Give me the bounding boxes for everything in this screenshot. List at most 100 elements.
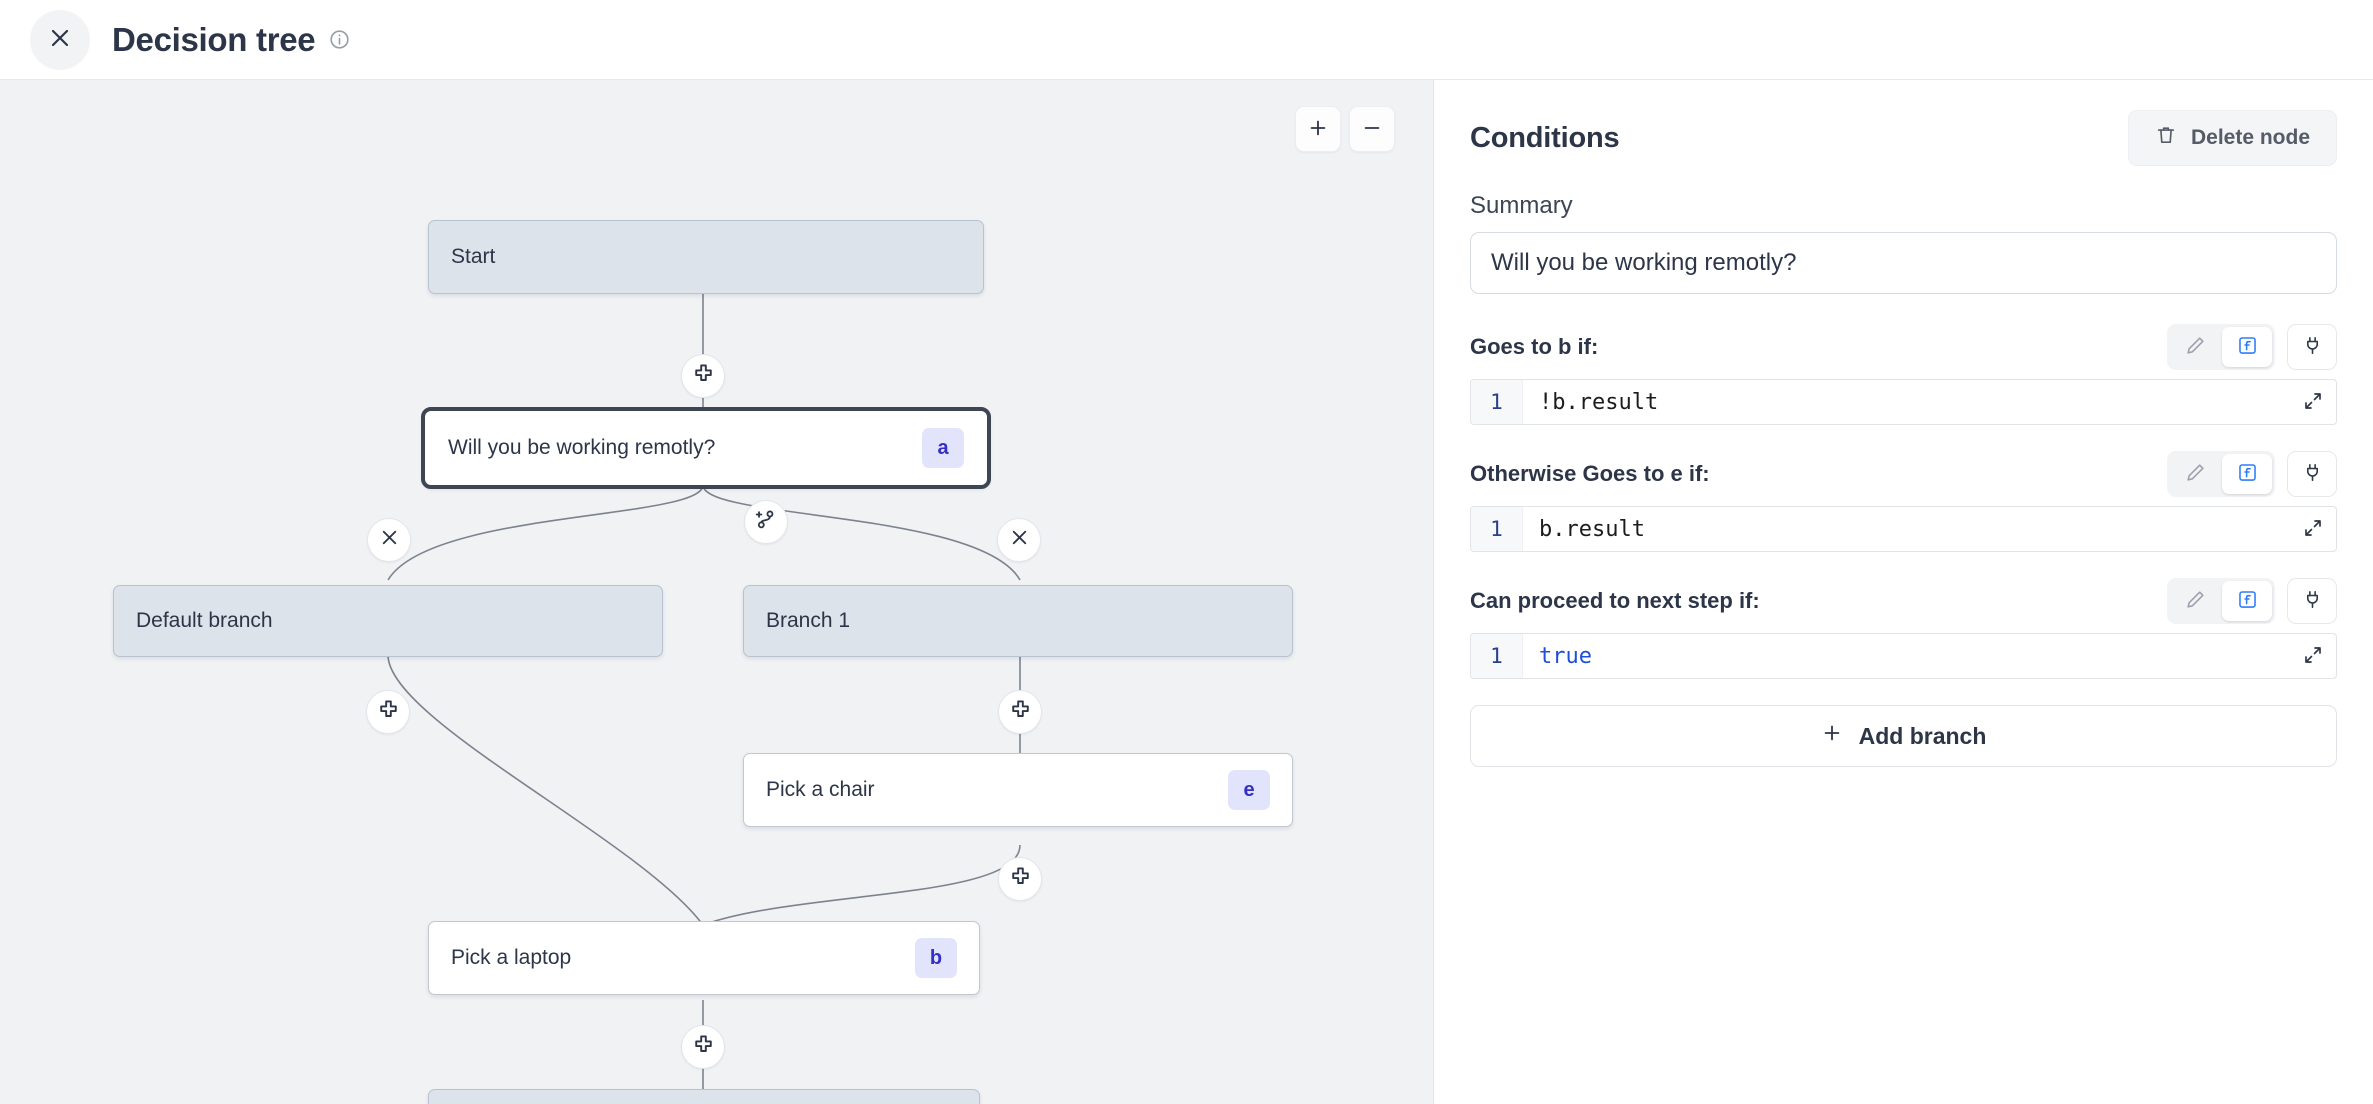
plug-icon [2302, 589, 2323, 613]
expand-diagonal-icon [2303, 518, 2323, 541]
flow-node-badge: e [1228, 770, 1270, 810]
summary-input[interactable] [1470, 232, 2337, 294]
flow-node-pick-a-chair[interactable]: Pick a chair e [743, 753, 1293, 827]
plug-icon [2302, 462, 2323, 486]
delete-node-label: Delete node [2190, 126, 2310, 149]
pencil-icon [2185, 335, 2206, 359]
condition-tools [2167, 324, 2337, 370]
condition-tools [2167, 451, 2337, 497]
minus-icon [1361, 117, 1383, 142]
flow-node-badge: b [915, 938, 957, 978]
panel-header: Conditions Delete node [1470, 110, 2337, 166]
condition-row-can-proceed: Can proceed to next step if: [1470, 578, 2337, 679]
condition-header: Goes to b if: [1470, 324, 2337, 370]
condition-row-otherwise-goes-to-e: Otherwise Goes to e if: [1470, 451, 2337, 552]
close-icon [378, 526, 401, 554]
zoom-in-button[interactable] [1295, 106, 1341, 152]
condition-label: Otherwise Goes to e if: [1470, 461, 1710, 486]
flow-node-label: Will you be working remotly? [448, 436, 716, 459]
add-branch-label: Add branch [1858, 722, 1987, 749]
flow-node-will-you-be-working-remotly[interactable]: Will you be working remotly? a [421, 407, 991, 489]
git-branch-plus-icon [755, 508, 778, 536]
code-editor[interactable]: 1 b.result [1470, 506, 2337, 552]
condition-row-goes-to-b: Goes to b if: [1470, 324, 2337, 425]
plus-node-icon [1009, 698, 1032, 726]
flow-node-pick-a-laptop[interactable]: Pick a laptop b [428, 921, 980, 995]
line-number: 1 [1471, 634, 1523, 678]
condition-label: Goes to b if: [1470, 334, 1599, 359]
flow-node-default-branch[interactable]: Default branch [113, 585, 663, 657]
expand-editor-button[interactable] [2294, 383, 2332, 421]
plus-icon [1821, 722, 1843, 750]
add-branch-button[interactable]: Add branch [1470, 705, 2337, 767]
function-fx-icon [2237, 335, 2258, 359]
close-button[interactable] [30, 9, 90, 70]
plug-icon [2302, 335, 2323, 359]
info-circle-icon[interactable] [329, 29, 350, 50]
add-step-handle-branch-1[interactable] [998, 690, 1042, 734]
edit-mode-button[interactable] [2170, 327, 2220, 367]
summary-label: Summary [1470, 192, 1573, 219]
add-step-handle-pick-a-chair[interactable] [998, 857, 1042, 901]
function-mode-button[interactable] [2222, 454, 2272, 494]
main-area: Start Will you be working remotly? a [0, 80, 2373, 1104]
line-number: 1 [1471, 380, 1523, 424]
close-icon [1008, 526, 1031, 554]
add-step-handle-start[interactable] [681, 354, 725, 398]
condition-header: Otherwise Goes to e if: [1470, 451, 2337, 497]
edit-mode-button[interactable] [2170, 581, 2220, 621]
code-content[interactable]: b.result [1539, 516, 1645, 542]
close-icon [48, 26, 72, 53]
add-step-handle-pick-a-laptop[interactable] [681, 1025, 725, 1069]
plus-node-icon [1009, 865, 1032, 893]
condition-header: Can proceed to next step if: [1470, 578, 2337, 624]
connect-button[interactable] [2287, 578, 2337, 624]
flow-node-branch-1[interactable]: Branch 1 [743, 585, 1293, 657]
connect-button[interactable] [2287, 451, 2337, 497]
expand-editor-button[interactable] [2294, 637, 2332, 675]
add-branch-handle[interactable] [744, 500, 788, 544]
function-mode-button[interactable] [2222, 581, 2272, 621]
expand-diagonal-icon [2303, 645, 2323, 668]
flow-node-end[interactable]: End [428, 1089, 980, 1104]
panel-title: Conditions [1470, 121, 1620, 154]
remove-branch-handle-left[interactable] [367, 518, 411, 562]
function-fx-icon [2237, 462, 2258, 486]
function-mode-button[interactable] [2222, 327, 2272, 367]
plus-icon [1307, 117, 1329, 142]
zoom-out-button[interactable] [1349, 106, 1395, 152]
page-title: Decision tree [112, 20, 316, 58]
editor-mode-toggle [2167, 451, 2275, 497]
app-header: Decision tree [0, 0, 2373, 80]
trash-icon [2155, 124, 2177, 152]
expand-editor-button[interactable] [2294, 510, 2332, 548]
flow-canvas[interactable]: Start Will you be working remotly? a [0, 80, 1434, 1104]
edit-mode-button[interactable] [2170, 454, 2220, 494]
pencil-icon [2185, 589, 2206, 613]
code-editor[interactable]: 1 true [1470, 633, 2337, 679]
add-step-handle-default-branch[interactable] [366, 690, 410, 734]
plus-node-icon [692, 362, 715, 390]
connect-button[interactable] [2287, 324, 2337, 370]
condition-tools [2167, 578, 2337, 624]
code-content[interactable]: !b.result [1539, 389, 1659, 415]
flow-node-start[interactable]: Start [428, 220, 984, 294]
expand-diagonal-icon [2303, 391, 2323, 414]
flow-node-label: Default branch [136, 609, 273, 632]
zoom-controls [1295, 106, 1395, 152]
line-number: 1 [1471, 507, 1523, 551]
editor-mode-toggle [2167, 324, 2275, 370]
flow-node-label: Pick a chair [766, 778, 875, 801]
flow-node-label: Branch 1 [766, 609, 851, 632]
plus-node-icon [377, 698, 400, 726]
remove-branch-handle-right[interactable] [997, 518, 1041, 562]
code-editor[interactable]: 1 !b.result [1470, 379, 2337, 425]
flow-node-label: Pick a laptop [451, 946, 572, 969]
flow-node-label: Start [451, 245, 496, 268]
code-content[interactable]: true [1539, 643, 1592, 669]
delete-node-button[interactable]: Delete node [2127, 110, 2337, 166]
function-fx-icon [2237, 589, 2258, 613]
flow-node-badge: a [922, 428, 964, 468]
conditions-panel: Conditions Delete node Summary Goes to b… [1434, 80, 2373, 1104]
editor-mode-toggle [2167, 578, 2275, 624]
